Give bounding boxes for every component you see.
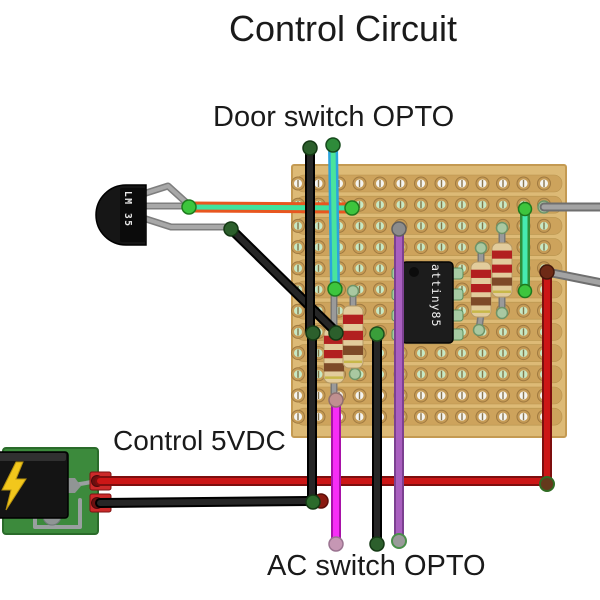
resistor-2-band xyxy=(343,330,363,341)
wire-cap xyxy=(328,325,344,341)
wire-cap xyxy=(517,201,533,217)
resistor-4-band xyxy=(492,277,512,286)
attiny85-chip-label: attiny85 xyxy=(429,264,443,328)
lead-pad xyxy=(495,221,509,235)
lead-pad xyxy=(495,306,509,320)
resistor-2-band xyxy=(343,314,363,324)
resistor-1-band xyxy=(324,363,344,372)
psu-transformer-top xyxy=(0,453,66,461)
wire-cap xyxy=(517,283,533,299)
lm35-label-band xyxy=(120,188,146,242)
resistor-3-band xyxy=(471,284,491,293)
wire-cap xyxy=(302,140,318,156)
wire-cap xyxy=(391,221,407,237)
wire-cap xyxy=(369,536,385,552)
wire-cap xyxy=(369,326,385,342)
wire-cap xyxy=(305,325,321,341)
wire-cap xyxy=(344,200,360,216)
resistor-1-gold-band xyxy=(325,376,343,379)
control-5vdc-label: Control 5VDC xyxy=(113,425,286,456)
black-supply-wire xyxy=(97,498,311,506)
lm35-label-line1: LM xyxy=(122,191,133,206)
lm35-sensor-label: LM 35 xyxy=(121,191,133,241)
resistor-2-gold-band xyxy=(344,360,362,364)
lm35-lead-top xyxy=(144,184,191,207)
resistor-3-band xyxy=(471,269,491,278)
gray-wire-right-2 xyxy=(544,269,600,286)
wire-cap xyxy=(327,281,343,297)
resistor-1-band xyxy=(324,350,344,359)
wire-cap xyxy=(539,264,555,280)
lm35-ground-wire xyxy=(228,226,339,335)
resistor-4-gold-band xyxy=(493,290,511,294)
door-switch-green-wire xyxy=(330,142,338,292)
resistor-4-band xyxy=(492,264,512,273)
wire-cap xyxy=(325,137,341,153)
psu-trace-2 xyxy=(33,498,82,529)
lm35-label-line2: 35 xyxy=(122,212,133,228)
chip-pin1-dot xyxy=(409,267,419,277)
lead-pad xyxy=(346,284,360,298)
door-switch-opto-label: Door switch OPTO xyxy=(213,101,455,133)
wire-cap xyxy=(223,221,239,237)
lightning-bolt-icon xyxy=(1,461,27,511)
psu-arrow xyxy=(66,478,81,493)
resistor-3-gold-band xyxy=(472,310,490,313)
wire-cap xyxy=(391,533,407,549)
resistor-2-band xyxy=(343,345,363,355)
wire-cap xyxy=(539,476,555,492)
wire-cap xyxy=(328,392,344,408)
page-title: Control Circuit xyxy=(229,8,458,49)
lm35-signal-wire xyxy=(186,204,355,211)
lead-pad xyxy=(472,323,486,337)
resistor-3-band xyxy=(471,297,491,306)
lm35-lead-bottom xyxy=(144,217,229,229)
wire-cap xyxy=(305,494,321,510)
resistor-4-band xyxy=(492,250,512,259)
wire-cap xyxy=(328,536,344,552)
lead-pad xyxy=(348,367,362,381)
ac-switch-opto-label: AC switch OPTO xyxy=(267,550,486,582)
wire-cap xyxy=(181,199,197,215)
lead-pad xyxy=(474,241,488,255)
